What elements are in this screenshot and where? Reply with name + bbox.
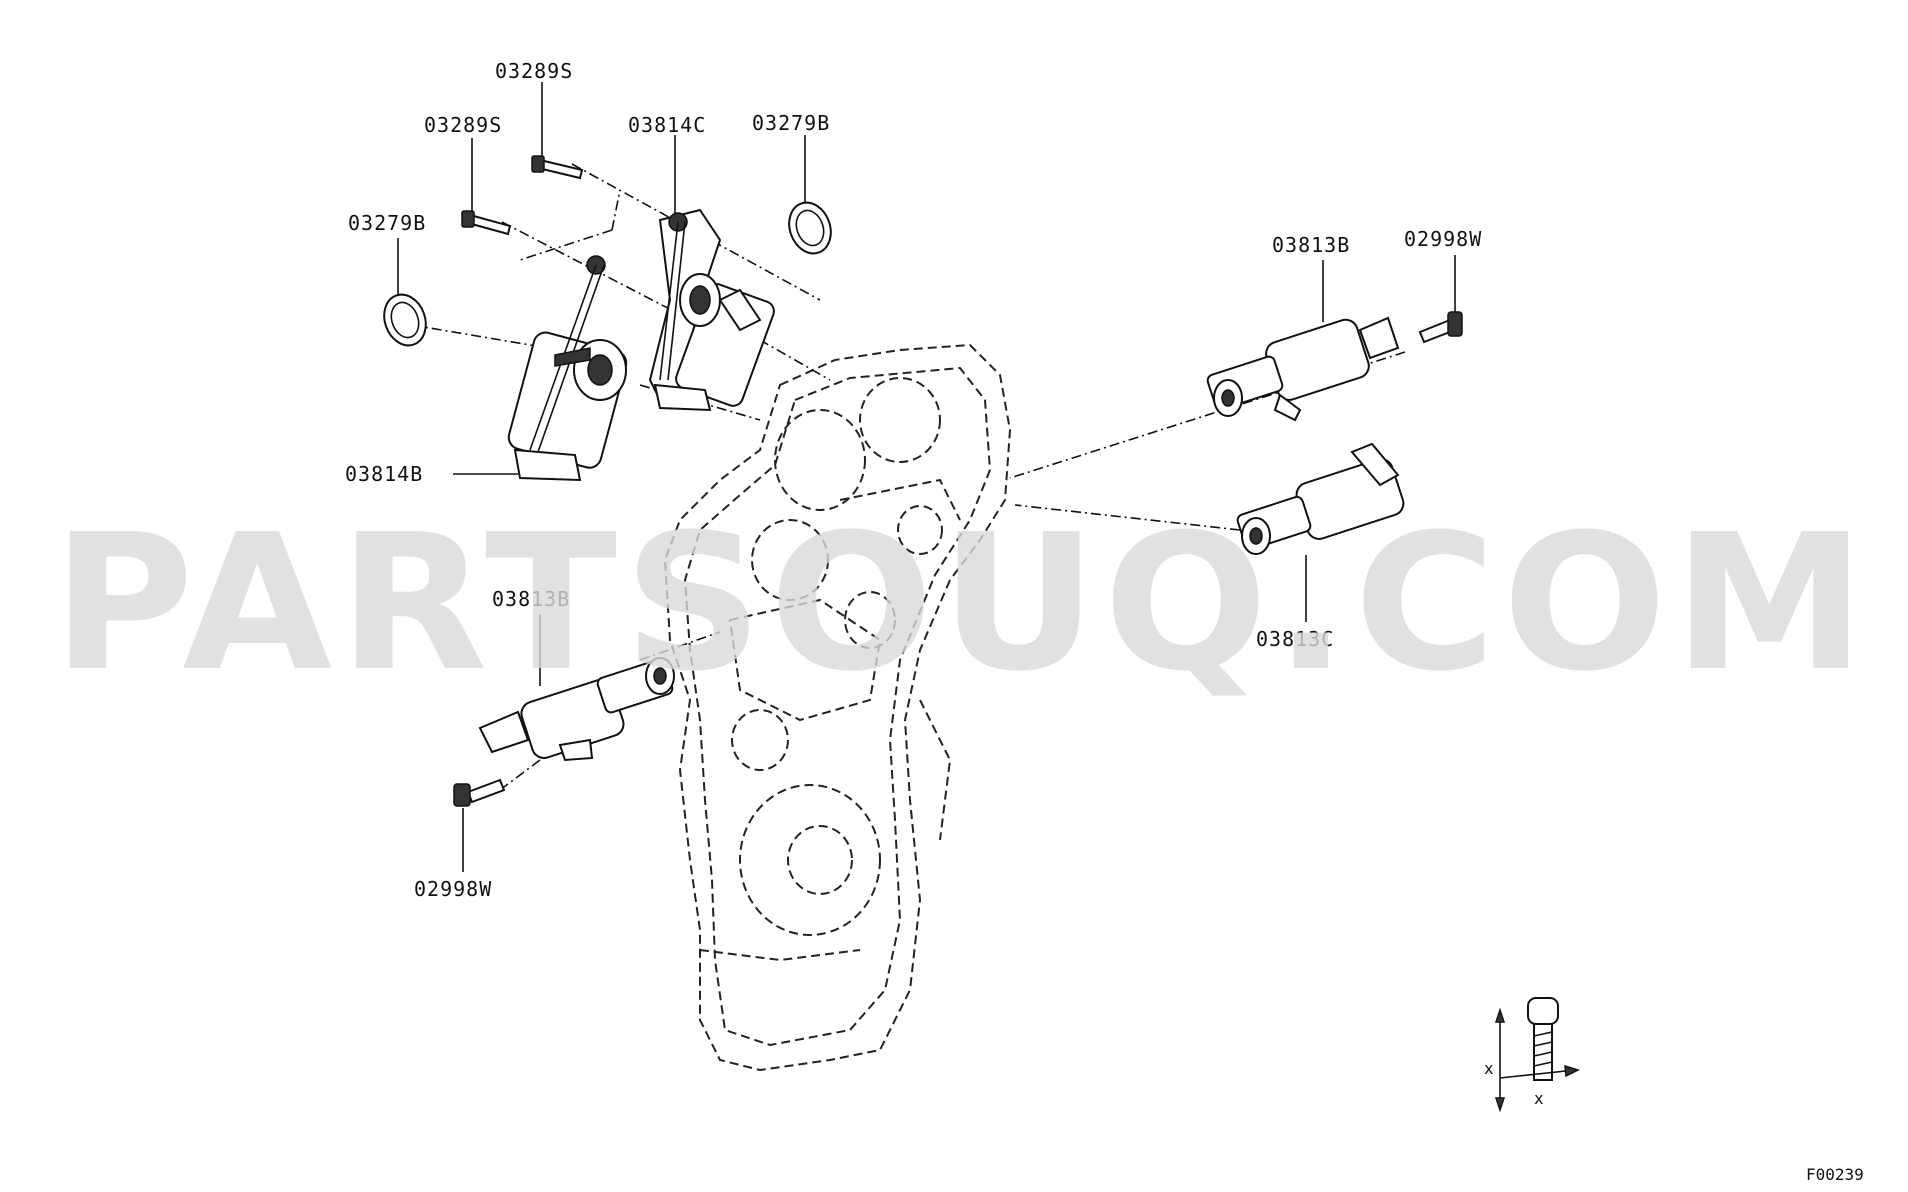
callout-02998w-left: 02998W — [414, 877, 492, 901]
callout-03289s-top: 03289S — [495, 59, 573, 83]
callout-03279b-right: 03279B — [752, 111, 830, 135]
callout-leaders — [397, 82, 1456, 872]
callout-03813c: 03813C — [1256, 627, 1334, 651]
callout-03814c: 03814C — [628, 113, 706, 137]
callout-03813b-left: 03813B — [492, 587, 570, 611]
bolt-dimension-detail: x x — [1484, 997, 1581, 1113]
part-03814c-actuator — [648, 208, 775, 412]
callout-03813b-right: 03813B — [1272, 233, 1350, 257]
part-02998w-bolt-left — [453, 778, 506, 807]
callout-02998w-right: 02998W — [1404, 227, 1482, 251]
part-03289s-bolt-left — [461, 210, 512, 236]
part-03279b-o-ring-right — [788, 201, 832, 255]
detail-label-x-horizontal: x — [1534, 1089, 1544, 1108]
callout-03279b-left: 03279B — [348, 211, 426, 235]
detail-label-x-vertical: x — [1484, 1059, 1494, 1078]
part-02998w-bolt-right — [1418, 311, 1463, 344]
part-03813b-oil-control-valve-left — [478, 657, 675, 762]
part-03813c-oil-control-valve — [1236, 442, 1405, 555]
callout-labels: 03289S 03289S 03814C 03279B 03279B 03814… — [345, 59, 1482, 901]
part-03814b-actuator — [507, 255, 628, 482]
callout-03289s-left: 03289S — [424, 113, 502, 137]
watermark: PARTSOUQ.COM — [52, 494, 1872, 713]
part-03813b-oil-control-valve-right — [1206, 316, 1400, 422]
callout-03814b: 03814B — [345, 462, 423, 486]
engine-timing-cover — [663, 343, 1012, 1072]
figure-code: F00239 — [1806, 1165, 1864, 1184]
part-03289s-bolt-top — [531, 155, 584, 180]
part-03279b-o-ring-left — [383, 293, 427, 347]
